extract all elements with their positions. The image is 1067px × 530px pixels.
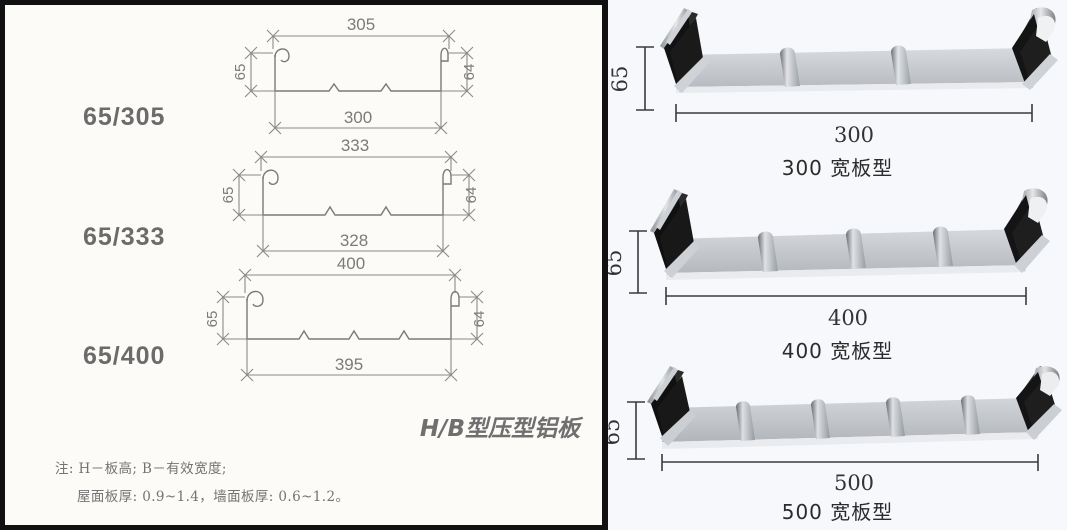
render-300: 300 65 300 宽板型 <box>608 0 1067 180</box>
dim-left-height-2: 65 <box>220 187 237 204</box>
cross-section-drawing-65-305: 305 300 65 64 <box>232 15 478 135</box>
cross-section-drawing-65-400: 400 395 65 64 <box>204 255 488 382</box>
render-width-label-300: 300 <box>834 123 874 147</box>
dim-bottom-width-1: 300 <box>344 108 372 127</box>
dim-top-width-2: 333 <box>341 136 369 155</box>
dim-top-width-1: 305 <box>347 15 375 34</box>
dim-bottom-width-2: 328 <box>340 231 368 250</box>
model-label-65-333: 65/333 <box>83 223 166 251</box>
render-caption-300: 300 宽板型 <box>781 156 894 180</box>
cross-section-panel: 65/305 65/333 65/400 <box>0 0 608 530</box>
cross-section-drawing-65-333: 333 328 65 64 <box>220 136 480 258</box>
model-label-65-305: 65/305 <box>83 103 166 131</box>
figure-title: H/B型压型铝板 <box>419 416 580 442</box>
render-caption-500: 500 宽板型 <box>781 500 894 524</box>
dim-right-height-1: 64 <box>461 64 478 81</box>
render-height-label-500: 65 <box>608 419 624 446</box>
render-height-label-300: 65 <box>608 66 632 93</box>
dim-right-height-2: 64 <box>463 187 480 204</box>
dim-top-width-3: 400 <box>337 255 365 273</box>
render-caption-400: 400 宽板型 <box>781 339 894 363</box>
render-height-label-400: 65 <box>608 250 626 277</box>
dim-left-height-3: 65 <box>204 311 221 328</box>
note-line-1: 注: H－板高; B－有效宽度; <box>55 461 227 477</box>
dim-right-height-3: 64 <box>471 311 488 328</box>
render-panel: 300 65 300 宽板型 <box>608 0 1067 530</box>
model-label-65-400: 65/400 <box>83 342 166 370</box>
render-width-label-400: 400 <box>828 306 868 330</box>
render-width-label-500: 500 <box>834 471 874 495</box>
render-500: 500 65 500 宽板型 <box>608 362 1067 530</box>
dim-bottom-width-3: 395 <box>335 355 363 374</box>
dim-left-height-1: 65 <box>232 64 249 81</box>
render-400: 400 65 400 宽板型 <box>608 183 1067 363</box>
note-line-2: 屋面板厚: 0.9~1.4，墙面板厚: 0.6~1.2。 <box>77 489 350 505</box>
